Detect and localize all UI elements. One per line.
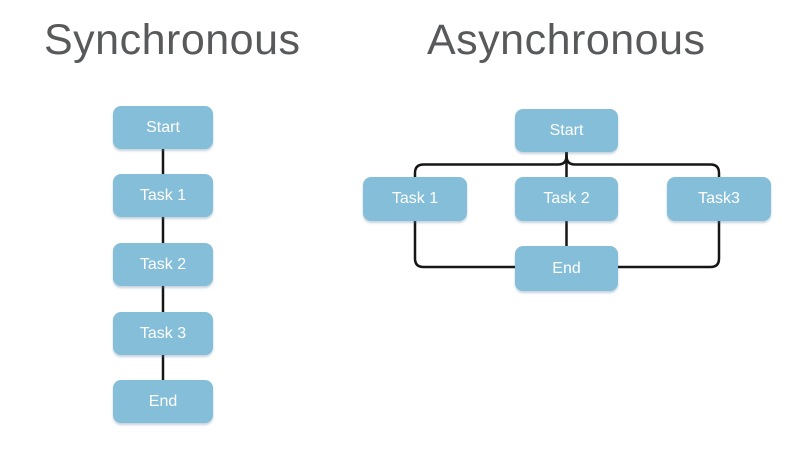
node-label: Task 2: [543, 190, 590, 207]
async-merge-right: [617, 220, 721, 269]
async-branch-left: [413, 151, 568, 178]
sync-node-task3: Task 3: [113, 312, 213, 355]
synchronous-title: Synchronous: [44, 16, 301, 64]
node-label: Task 1: [139, 186, 187, 204]
async-node-task1: Task 1: [363, 177, 467, 221]
async-node-task2: Task 2: [515, 177, 618, 221]
async-branch-right: [565, 151, 721, 178]
node-label: Task3: [698, 190, 740, 207]
async-node-start: Start: [515, 109, 618, 152]
sync-node-task1: Task 1: [113, 174, 213, 217]
asynchronous-title: Asynchronous: [427, 16, 706, 64]
node-label: Task 2: [139, 255, 187, 273]
node-label: Task 3: [139, 324, 187, 342]
async-node-end: End: [515, 246, 618, 291]
async-node-task3: Task3: [667, 177, 771, 221]
async-merge-left: [413, 220, 516, 269]
node-label: End: [148, 392, 178, 410]
sync-node-end: End: [113, 380, 213, 423]
node-label: Start: [549, 121, 584, 139]
sync-node-task2: Task 2: [113, 243, 213, 286]
node-label: End: [552, 259, 581, 277]
sync-node-start: Start: [113, 106, 213, 149]
node-label: Start: [146, 118, 180, 136]
node-label: Task 1: [391, 190, 439, 207]
